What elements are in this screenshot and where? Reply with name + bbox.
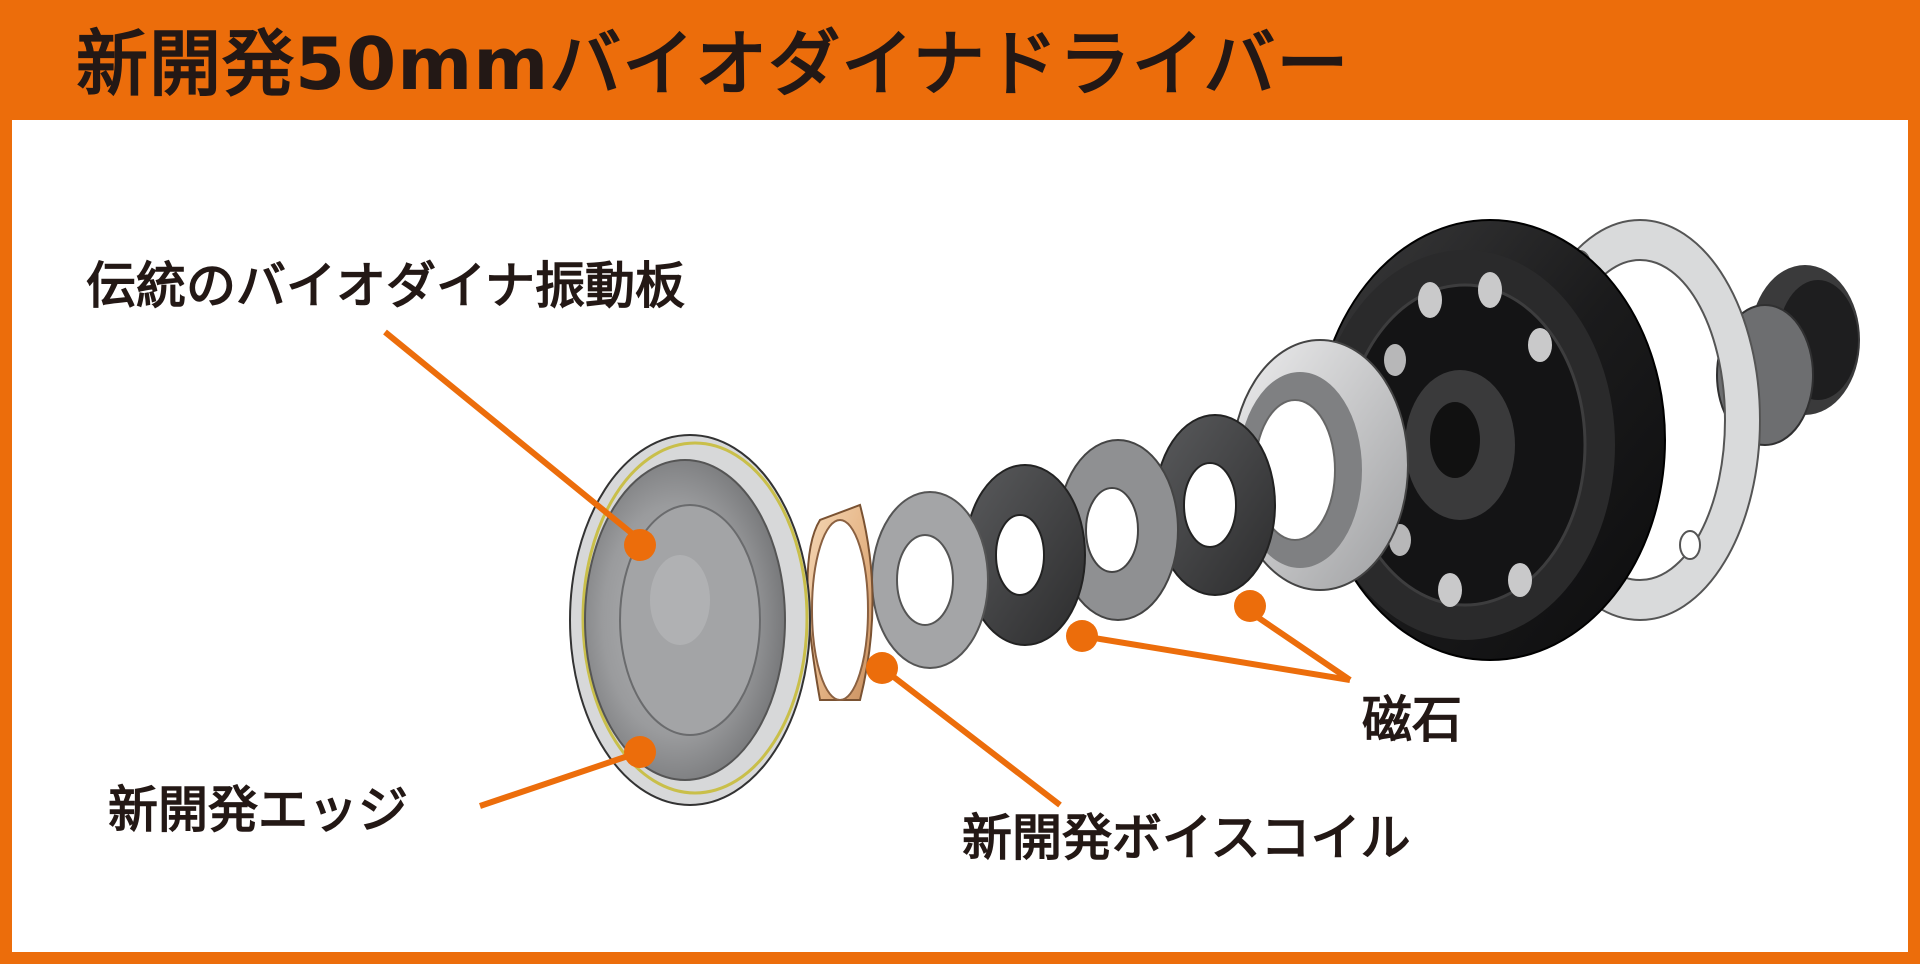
pole-cup (1231, 339, 1409, 591)
magnet2-pointer-dot (1234, 590, 1266, 622)
label-voice-coil: 新開発ボイスコイル (962, 809, 1411, 867)
voice-coil (806, 503, 874, 701)
washer-ring (871, 491, 989, 669)
magnet1-pointer-dot (1066, 620, 1098, 652)
page-title: 新開発50mmバイオダイナドライバー (76, 22, 1350, 106)
magnet-ring-2 (1154, 414, 1276, 596)
edge-pointer-dot (624, 736, 656, 768)
leader-dots (624, 529, 1266, 768)
voice-coil-pointer-dot (866, 652, 898, 684)
label-edge: 新開発エッジ (108, 781, 408, 839)
label-diaphragm: 伝統のバイオダイナ振動板 (86, 257, 685, 315)
diaphragm-assembly (569, 434, 811, 806)
top-plate (1057, 439, 1179, 621)
label-magnet: 磁石 (1362, 691, 1462, 749)
diaphragm-pointer-dot (624, 529, 656, 561)
leader-lines (383, 329, 1352, 809)
magnet-ring-1 (964, 464, 1086, 646)
driver-housing (1314, 219, 1666, 661)
